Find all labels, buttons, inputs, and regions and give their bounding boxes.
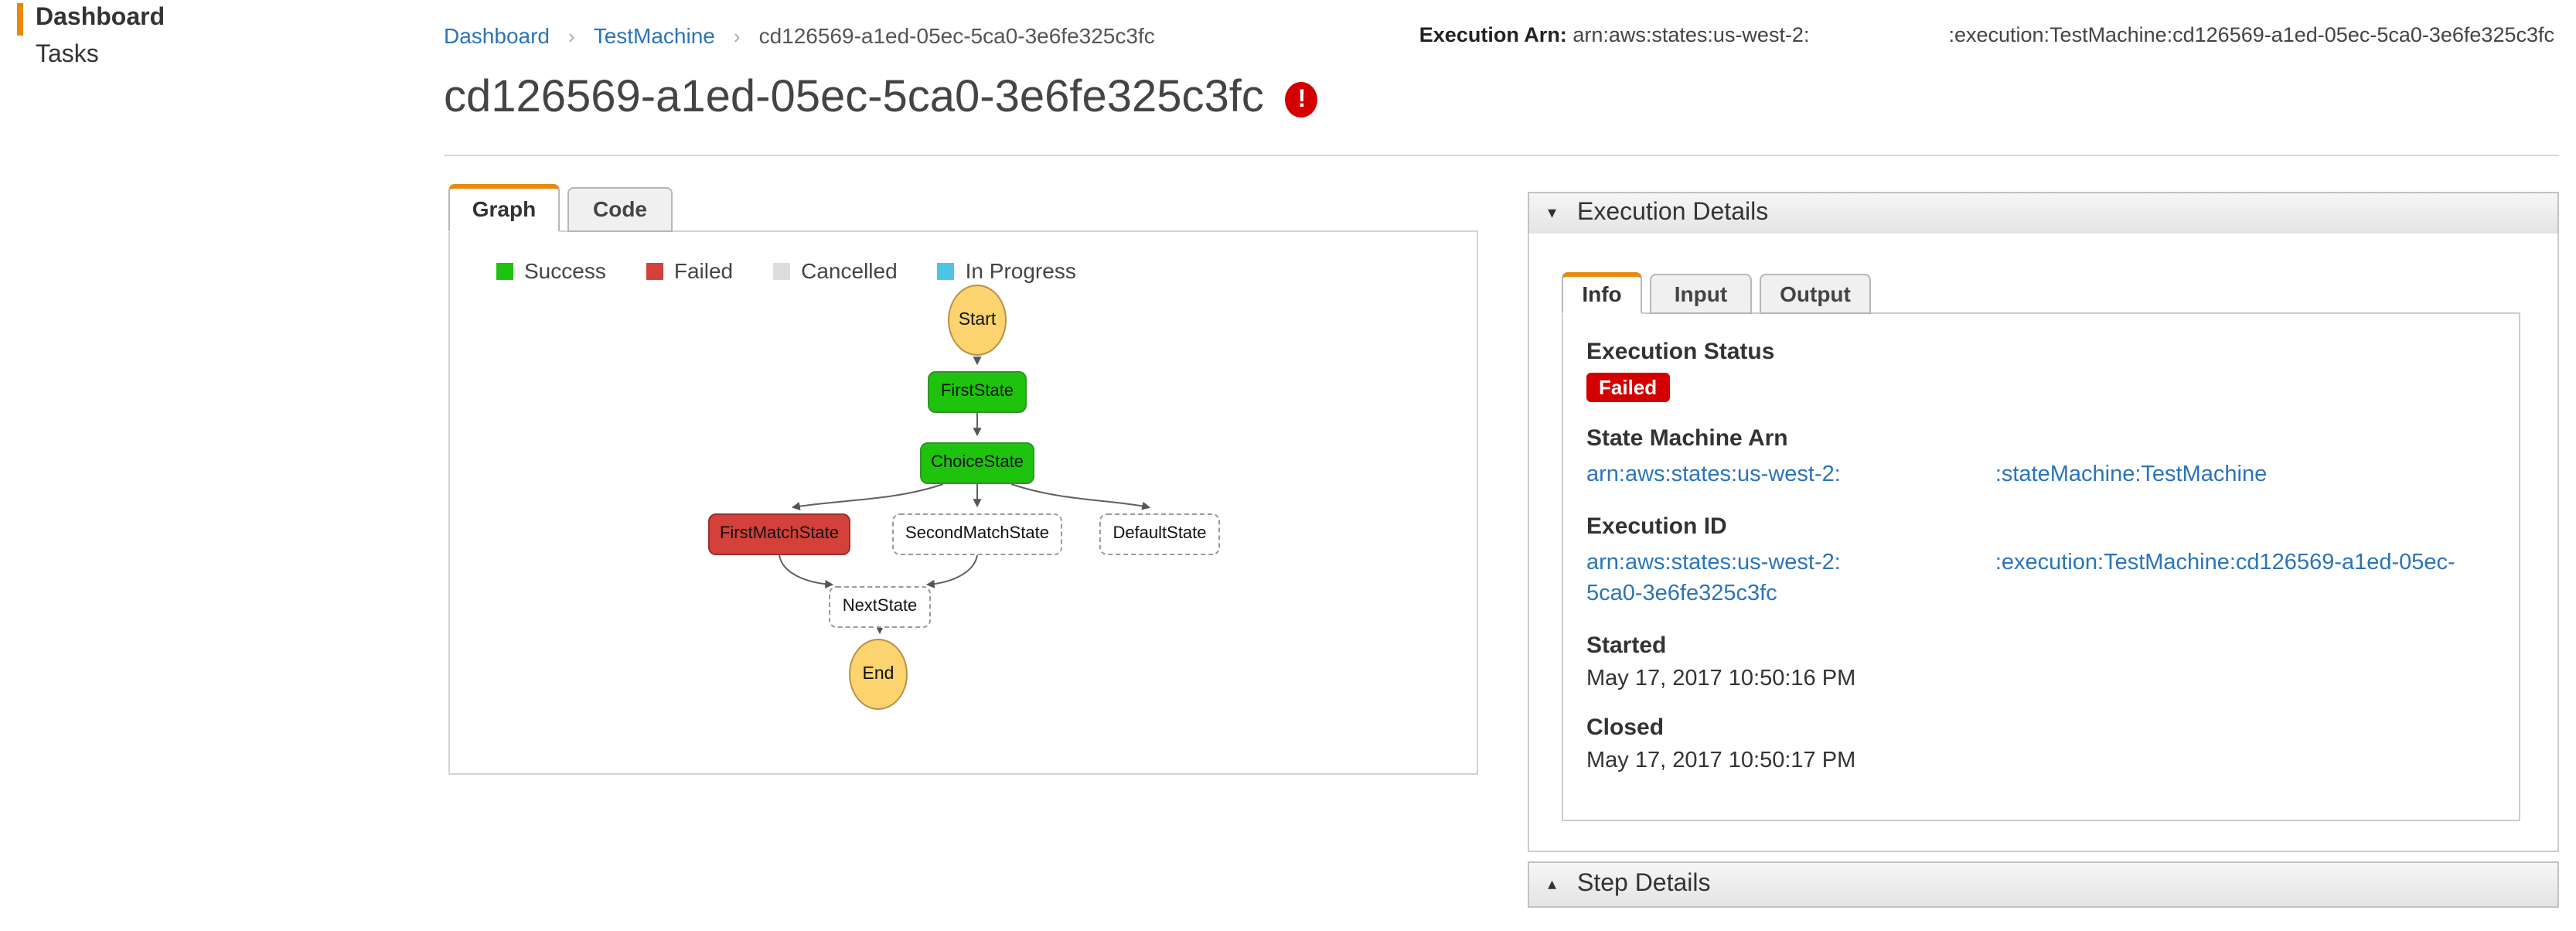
tab-output[interactable]: Output bbox=[1760, 274, 1871, 314]
sidebar-item-tasks[interactable]: Tasks bbox=[0, 37, 356, 74]
legend-item-cancelled: Cancelled bbox=[773, 258, 898, 283]
expand-icon: ▴ bbox=[1548, 875, 1557, 894]
started-value: May 17, 2017 10:50:16 PM bbox=[1586, 667, 1856, 691]
legend-item-failed: Failed bbox=[646, 258, 733, 283]
execution-status-label: Execution Status bbox=[1586, 339, 1775, 365]
state-machine-arn-link[interactable]: arn:aws:states:us-west-2: :stateMachine:T… bbox=[1586, 459, 2496, 490]
breadcrumb-separator: › bbox=[568, 25, 575, 48]
breadcrumb: Dashboard › TestMachine › cd126569-a1ed-05ec… bbox=[444, 23, 1155, 48]
legend-label: In Progress bbox=[965, 258, 1076, 283]
tab-code[interactable]: Code bbox=[567, 187, 673, 232]
legend-label: Success bbox=[524, 258, 606, 283]
breadcrumb-item-dashboard[interactable]: Dashboard bbox=[444, 23, 550, 48]
error-icon: ! bbox=[1285, 82, 1318, 118]
legend-label: Cancelled bbox=[801, 258, 898, 283]
sidebar-item-label: Tasks bbox=[36, 42, 99, 68]
state-machine-arn-label: State Machine Arn bbox=[1586, 425, 1788, 452]
breadcrumb-item-testmachine[interactable]: TestMachine bbox=[593, 23, 715, 48]
graph-edges bbox=[779, 356, 1151, 635]
sidebar-item-dashboard[interactable]: Dashboard bbox=[0, 0, 356, 37]
legend-swatch bbox=[646, 262, 663, 279]
legend-swatch bbox=[773, 262, 791, 279]
execution-id-label: Execution ID bbox=[1586, 513, 1727, 540]
execution-id-prefix: arn:aws:states:us-west-2: bbox=[1586, 551, 1841, 575]
graph-node-start[interactable]: Start bbox=[948, 285, 1007, 356]
step-details-header[interactable]: ▴ Step Details bbox=[1528, 861, 2559, 908]
execution-id-suffix: :execution:TestMachine:cd126569-a1ed-05e… bbox=[1586, 551, 2455, 606]
status-legend: Success Failed Cancelled In Progress bbox=[496, 258, 1116, 283]
tab-input[interactable]: Input bbox=[1650, 274, 1752, 314]
execution-arn-suffix: :execution:TestMachine:cd126569-a1ed-05e… bbox=[1948, 23, 2554, 46]
breadcrumb-separator: › bbox=[733, 25, 741, 48]
graph-edge bbox=[791, 483, 944, 510]
title-divider bbox=[444, 155, 2559, 156]
closed-value: May 17, 2017 10:50:17 PM bbox=[1586, 749, 1856, 773]
state-machine-arn-prefix: arn:aws:states:us-west-2: bbox=[1586, 462, 1841, 487]
tab-info[interactable]: Info bbox=[1562, 272, 1642, 314]
page-title-text: cd126569-a1ed-05ec-5ca0-3e6fe325c3fc bbox=[444, 73, 1264, 122]
execution-arn-label: Execution Arn: bbox=[1419, 23, 1567, 46]
graph-edge bbox=[925, 554, 978, 588]
info-tab-content: Execution Status Failed State Machine Ar… bbox=[1562, 312, 2520, 821]
graph-node-choicestate[interactable]: ChoiceState bbox=[920, 442, 1034, 483]
sidebar-item-label: Dashboard bbox=[36, 5, 165, 31]
execution-id-link[interactable]: arn:aws:states:us-west-2::execution:Test… bbox=[1586, 547, 2496, 609]
state-machine-arn-suffix: :stateMachine:TestMachine bbox=[1995, 462, 2268, 487]
legend-item-success: Success bbox=[496, 258, 606, 283]
legend-swatch bbox=[937, 262, 955, 279]
graph-node-nextstate[interactable]: NextState bbox=[829, 585, 931, 627]
graph-node-firststate[interactable]: FirstState bbox=[928, 370, 1027, 412]
execution-details-title: Execution Details bbox=[1576, 200, 1769, 226]
tab-graph[interactable]: Graph bbox=[448, 184, 560, 232]
page-title: cd126569-a1ed-05ec-5ca0-3e6fe325c3fc! bbox=[444, 73, 1318, 124]
legend-label: Failed bbox=[673, 258, 734, 283]
graph-node-secondmatchstate[interactable]: SecondMatchState bbox=[892, 513, 1062, 554]
execution-details-header[interactable]: ▾ Execution Details bbox=[1528, 192, 2559, 235]
legend-item-in-progress: In Progress bbox=[937, 258, 1076, 283]
active-indicator bbox=[17, 3, 23, 36]
graph-node-defaultstate[interactable]: DefaultState bbox=[1099, 513, 1220, 554]
started-label: Started bbox=[1586, 633, 1667, 659]
collapse-icon: ▾ bbox=[1548, 204, 1557, 223]
closed-label: Closed bbox=[1586, 714, 1665, 741]
step-details-title: Step Details bbox=[1576, 871, 1711, 897]
execution-arn: Execution Arn: arn:aws:states:us-west-2:… bbox=[1419, 23, 2554, 46]
graph-edge bbox=[779, 554, 834, 588]
execution-arn-prefix: arn:aws:states:us-west-2: bbox=[1573, 23, 1810, 46]
graph-node-firstmatchstate[interactable]: FirstMatchState bbox=[708, 513, 850, 554]
breadcrumb-item-cd126569-a1ed-05ec-5: cd126569-a1ed-05ec-5ca0-3e6fe325c3fc bbox=[758, 23, 1155, 48]
status-badge: Failed bbox=[1586, 373, 1670, 402]
sidebar: Dashboard Tasks bbox=[0, 0, 356, 74]
legend-swatch bbox=[496, 262, 513, 279]
graph-edge bbox=[1010, 483, 1151, 510]
graph-node-end[interactable]: End bbox=[849, 639, 908, 710]
